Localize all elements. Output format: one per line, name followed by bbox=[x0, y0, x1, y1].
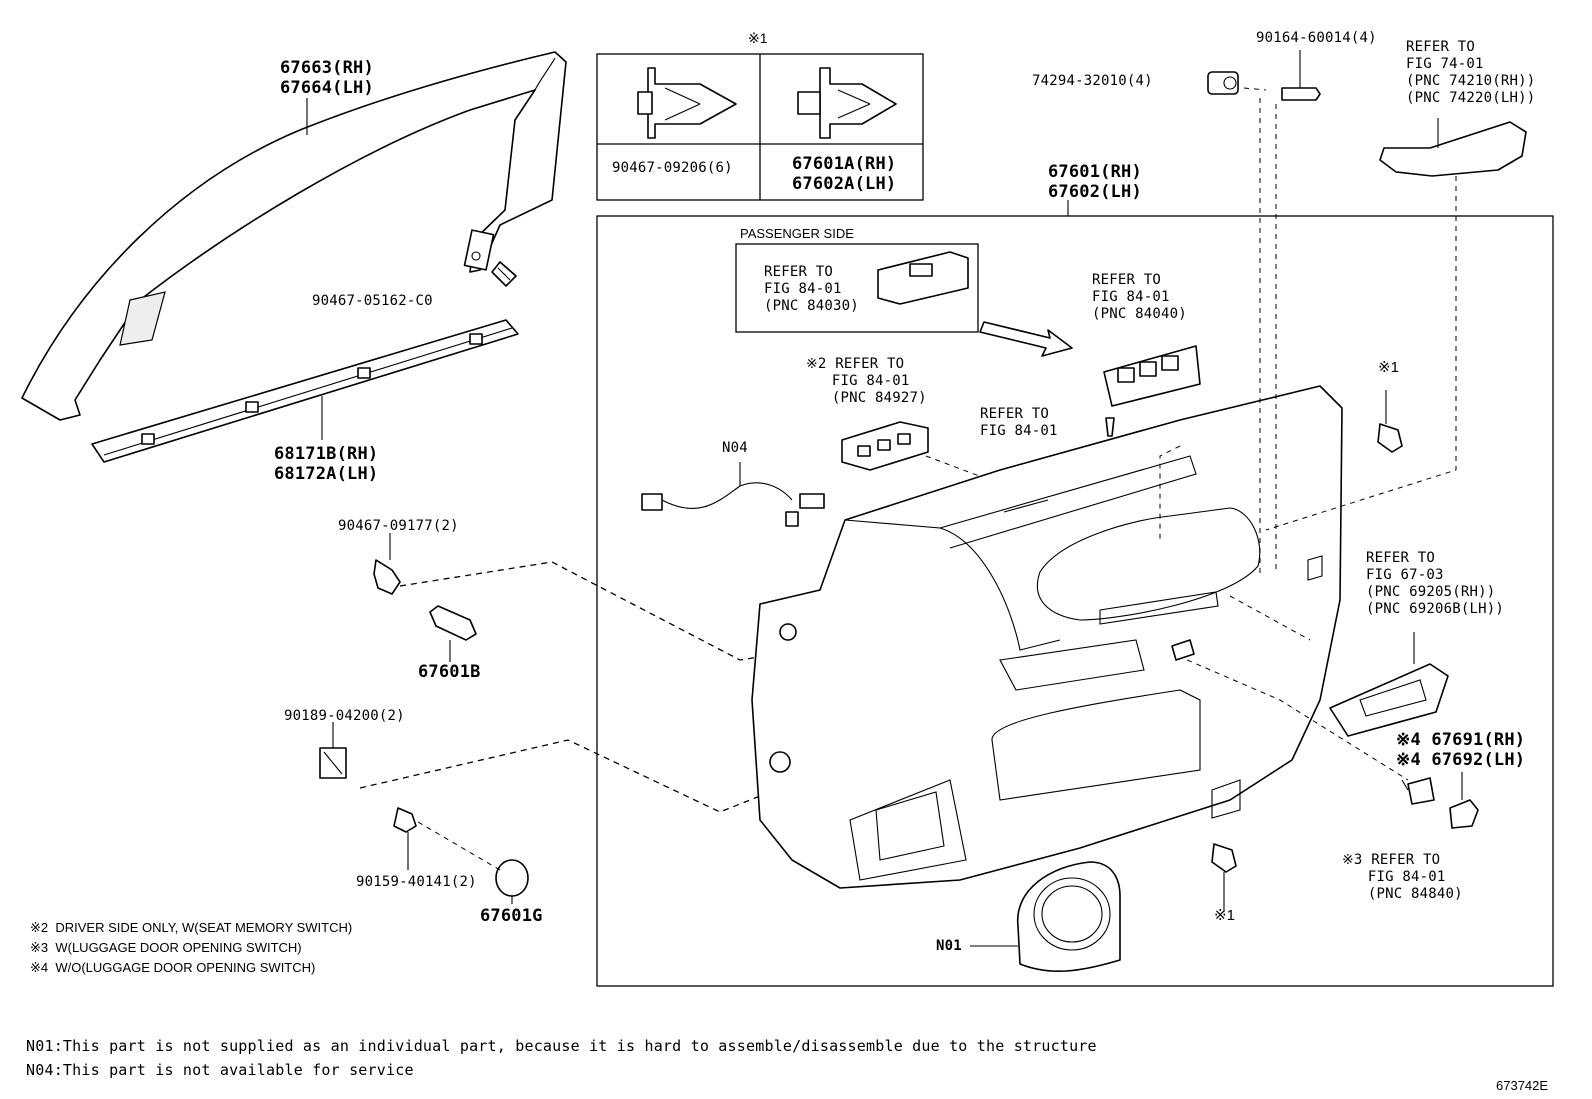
part-67663: 67663(RH) bbox=[280, 58, 374, 78]
clip-upper-drawing bbox=[1377, 390, 1403, 453]
part-67601a: 67601A(RH) bbox=[792, 154, 897, 174]
part-74294-32010: 74294-32010(4) bbox=[1032, 73, 1153, 89]
ref-84-01: REFER TO FIG 84-01 bbox=[980, 406, 1058, 439]
clip-table-mark: ※1 bbox=[748, 30, 768, 46]
part-68172a: 68172A(LH) bbox=[274, 464, 379, 484]
door-trim-panel-drawing bbox=[751, 385, 1343, 889]
window-frame-drawing bbox=[21, 51, 567, 421]
ref-84040: REFER TO FIG 84-01 (PNC 84040) bbox=[1092, 272, 1187, 322]
clip-lower-drawing bbox=[1211, 843, 1237, 912]
part-90164-60014: 90164-60014(4) bbox=[1256, 30, 1377, 46]
luggage-switch-drawing bbox=[1401, 777, 1435, 805]
part-90189-04200: 90189-04200(2) bbox=[284, 708, 405, 724]
part-67601b: 67601B bbox=[418, 662, 481, 682]
screw-90467-05162-drawing bbox=[491, 261, 517, 287]
part-68171b: 68171B(RH) bbox=[274, 444, 379, 464]
mark-1-lower: ※1 bbox=[1214, 907, 1235, 924]
label-n01: N01 bbox=[936, 938, 962, 954]
ref-74-01: REFER TO FIG 74-01 (PNC 74210(RH)) (PNC … bbox=[1406, 39, 1536, 106]
part-67602: 67602(LH) bbox=[1048, 182, 1142, 202]
passenger-side-label: PASSENGER SIDE bbox=[740, 226, 854, 241]
passenger-switch-drawing bbox=[877, 251, 969, 305]
part-67692: ※4 67692(LH) bbox=[1396, 750, 1526, 770]
part-67601: 67601(RH) bbox=[1048, 162, 1142, 182]
part-67601g: 67601G bbox=[480, 906, 543, 926]
label-n04: N04 bbox=[722, 440, 748, 456]
screw-90164-drawing bbox=[1281, 50, 1321, 101]
speaker-grille-n01-drawing bbox=[970, 861, 1121, 972]
part-90159-40141: 90159-40141(2) bbox=[356, 874, 477, 890]
note-n04: N04:This part is not available for servi… bbox=[26, 1061, 414, 1079]
note-n01: N01:This part is not supplied as an indi… bbox=[26, 1037, 1097, 1055]
part-90467-05162: 90467-05162-C0 bbox=[312, 293, 433, 309]
clip-90467-09177-drawing bbox=[373, 533, 401, 595]
driver-switch-drawing bbox=[1103, 345, 1201, 407]
clip-67601b-drawing bbox=[429, 605, 477, 662]
screw-90159-drawing bbox=[393, 807, 417, 870]
plug-67601g-drawing bbox=[495, 859, 529, 904]
footnote-3: ※3 W(LUGGAGE DOOR OPENING SWITCH) bbox=[30, 940, 302, 955]
weatherstrip-drawing bbox=[91, 319, 519, 463]
ref-84030: REFER TO FIG 84-01 (PNC 84030) bbox=[764, 264, 859, 314]
passenger-side-box bbox=[735, 243, 979, 333]
clip-90467-09206-drawing bbox=[637, 67, 737, 139]
part-90467-09206: 90467-09206(6) bbox=[612, 160, 733, 176]
cover-67691-drawing bbox=[1449, 772, 1479, 829]
part-67602a: 67602A(LH) bbox=[792, 174, 897, 194]
part-67691: ※4 67691(RH) bbox=[1396, 730, 1526, 750]
memory-switch-drawing bbox=[841, 421, 929, 471]
clip-table bbox=[596, 53, 924, 201]
clip-67601a-drawing bbox=[797, 67, 897, 139]
part-90467-09177: 90467-09177(2) bbox=[338, 518, 459, 534]
mark-1-upper: ※1 bbox=[1378, 359, 1399, 376]
ref-84927: ※2 REFER TO FIG 84-01 (PNC 84927) bbox=[806, 356, 927, 406]
nut-90189-drawing bbox=[319, 722, 347, 779]
footnote-4: ※4 W/O(LUGGAGE DOOR OPENING SWITCH) bbox=[30, 960, 316, 975]
ref-67-03: REFER TO FIG 67-03 (PNC 69205(RH)) (PNC … bbox=[1366, 550, 1505, 617]
part-67664: 67664(LH) bbox=[280, 78, 374, 98]
inside-handle-drawing bbox=[1329, 632, 1449, 737]
wire-harness-n04-drawing bbox=[641, 462, 825, 527]
figure-id: 673742E bbox=[1496, 1078, 1549, 1093]
ref-84840: ※3 REFER TO FIG 84-01 (PNC 84840) bbox=[1342, 852, 1463, 902]
door-panel-box bbox=[596, 215, 1554, 987]
cap-74294-drawing bbox=[1207, 71, 1239, 95]
pull-handle-drawing bbox=[1379, 118, 1527, 177]
footnote-2: ※2 DRIVER SIDE ONLY, W(SEAT MEMORY SWITC… bbox=[30, 920, 353, 935]
